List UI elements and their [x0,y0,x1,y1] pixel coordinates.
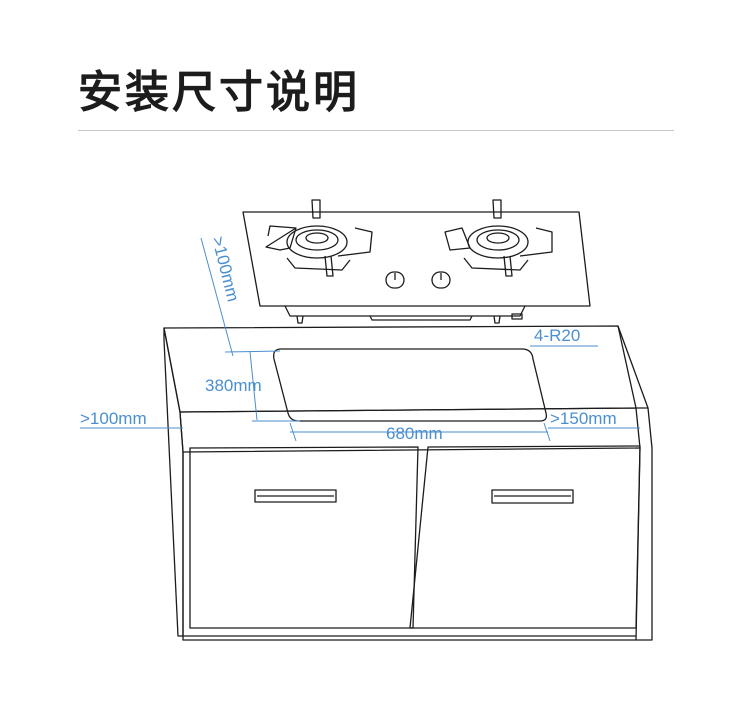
burner-right [444,199,553,277]
control-knob-left [385,271,405,289]
back-clearance-label: >100mm [208,234,243,303]
page-title: 安装尺寸说明 [78,67,360,118]
cutout-depth-line [249,351,258,421]
cutout-depth-label: 380mm [205,376,262,395]
cabinet-door-left [189,446,419,629]
back-clearance-line [200,237,234,357]
gas-hob [242,199,591,324]
cabinet-door-right [409,445,641,629]
cutout-width-label: 680mm [386,424,443,443]
left-clearance-label: >100mm [80,409,147,428]
countertop-cutout [273,348,548,422]
right-clearance-label: >150mm [550,409,617,428]
title-divider [78,130,674,131]
corner-radius-label: 4-R20 [534,326,580,345]
burner-left [265,199,373,277]
cabinet [163,325,653,641]
control-knob-right [431,271,451,289]
